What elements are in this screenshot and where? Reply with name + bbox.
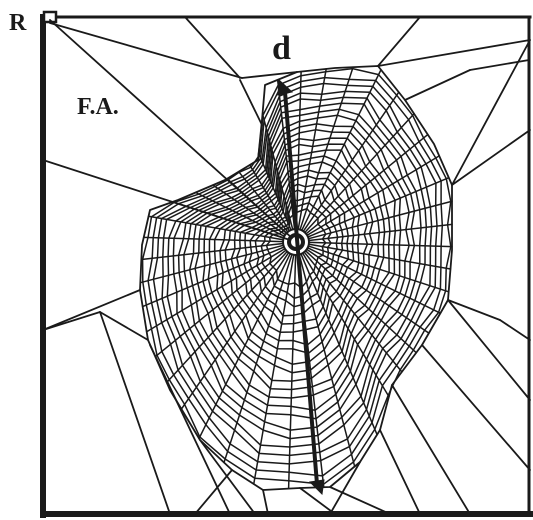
spiral-ring (207, 143, 386, 382)
anchor-thread (241, 71, 298, 79)
anchor-thread (377, 39, 531, 67)
capture-spiral (141, 67, 452, 486)
radius-thread (253, 255, 295, 485)
anchor-thread (99, 311, 171, 515)
anchor-thread (49, 22, 243, 79)
radius-thread (306, 133, 429, 234)
spiral-ring (177, 108, 416, 431)
radius-thread (303, 91, 400, 232)
radius-thread (304, 112, 415, 233)
anchor-thread (42, 289, 141, 331)
anchor-thread (421, 344, 531, 471)
spiral-ring (194, 129, 397, 399)
radius-thread (309, 223, 453, 242)
radius-thread (306, 249, 430, 334)
radius-thread (276, 79, 296, 229)
radius-thread (140, 242, 283, 261)
anchor-thread (451, 129, 531, 186)
spiral-ring (141, 67, 452, 486)
spiral-ring (265, 207, 327, 289)
spiral-ring (224, 161, 369, 354)
anchor-thread (194, 469, 233, 515)
anchor-thread (499, 319, 531, 341)
anchor-thread (391, 384, 471, 515)
anchor-thread (329, 486, 391, 515)
diameter-label: d (272, 30, 291, 67)
anchor-thread (329, 461, 361, 515)
radius-thread (304, 252, 403, 373)
frame (40, 14, 533, 518)
radius-thread (295, 70, 302, 229)
anchor-thread (199, 439, 256, 515)
spiral-ring (248, 189, 344, 317)
spiral-ring (230, 169, 361, 346)
spiral-ring (254, 195, 339, 308)
spiral-ring (260, 202, 332, 300)
anchor-thread (451, 39, 531, 186)
spiral-ring (183, 114, 410, 420)
frame-attachment-label: F.A. (77, 94, 119, 120)
web-frame-thread (139, 65, 453, 491)
anchor-thread (447, 299, 531, 401)
radius-thread (299, 66, 354, 230)
radius-thread (165, 251, 288, 384)
anchor-thread (404, 69, 471, 101)
radius-thread (308, 176, 450, 238)
radius-thread (141, 246, 284, 308)
anchor-thread (262, 489, 269, 515)
spiral-ring (213, 149, 381, 374)
radius-thread (154, 250, 286, 358)
anchor-thread (447, 299, 501, 321)
radius-thread (302, 253, 390, 398)
radius-thread (298, 254, 356, 468)
radius-thread (142, 236, 283, 243)
radius-thread (297, 68, 327, 229)
corner-label: R (9, 10, 27, 36)
anchor-thread (42, 311, 101, 331)
anchor-thread (99, 311, 149, 341)
spiral-ring (147, 76, 444, 477)
spiral-ring (219, 155, 374, 365)
spiral-ring (152, 82, 438, 465)
radius-thread (309, 243, 452, 270)
anchor-thread (239, 79, 263, 126)
radius-thread (308, 200, 453, 240)
anchor-thread (377, 16, 421, 67)
diameter-arrow (277, 78, 325, 496)
anchor-thread (184, 16, 241, 79)
anchor-thread (379, 429, 421, 515)
anchor-thread (299, 487, 336, 515)
spiral-ring (202, 137, 391, 391)
corner-marker (42, 10, 58, 24)
spiral-ring (188, 123, 402, 412)
anchor-thread (469, 59, 530, 71)
radius-thread (307, 155, 440, 236)
radius-thread (309, 241, 453, 248)
spiral-ring (243, 183, 350, 325)
spiral-ring (166, 96, 428, 448)
radius-thread (145, 248, 285, 333)
spiral-ring (161, 90, 433, 457)
radius-thread (307, 247, 442, 314)
spiral-ring (235, 175, 355, 334)
radius-thread (139, 244, 284, 284)
spiral-ring (172, 102, 422, 440)
